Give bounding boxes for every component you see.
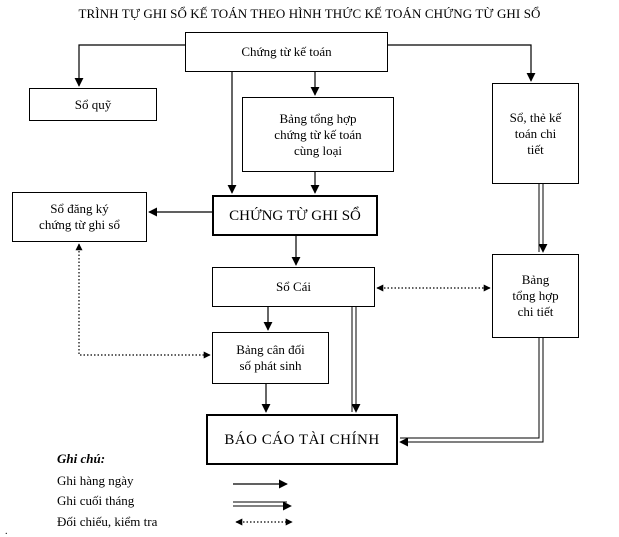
- double-bang-thct-to-bao-cao-a: [400, 338, 540, 439]
- arrow-ctkt-to-so-the: [388, 44, 536, 82]
- node-label-line: tổng hợp: [512, 288, 559, 303]
- node-label-line: tiết: [527, 141, 544, 157]
- dotted-dang-ky-can-doi: [75, 243, 211, 359]
- node-bao-cao-tai-chinh: BÁO CÁO TÀI CHÍNH: [206, 414, 398, 465]
- legend-daily-label: Ghi hàng ngày: [57, 473, 134, 488]
- arrow-ctkt-to-so-quy: [74, 44, 185, 87]
- node-label: Sổ Cái: [275, 279, 312, 294]
- node-label-line: Bảng tổng hợp: [279, 110, 357, 126]
- legend-title: Ghi chú:: [57, 451, 106, 466]
- node-bang-tong-hop-chung-tu: Bảng tổng hợp chứng từ kế toán cùng loại: [242, 97, 394, 172]
- node-label: BÁO CÁO TÀI CHÍNH: [224, 431, 380, 448]
- node-label-line: chứng từ kế toán: [274, 126, 362, 142]
- node-so-cai: Sổ Cái: [212, 267, 375, 307]
- node-label-line: Sổ đăng ký: [50, 201, 109, 216]
- node-so-quy: Sổ quỹ: [29, 88, 157, 121]
- node-so-dang-ky-chung-tu-ghi-so: Sổ đăng ký chứng từ ghi sổ: [12, 192, 147, 242]
- double-bang-thct-to-bao-cao-b: [399, 338, 544, 447]
- diagram-title: TRÌNH TỰ GHI SỔ KẾ TOÁN THEO HÌNH THỨC K…: [78, 6, 541, 21]
- node-bang-tong-hop-chi-tiet: Bảng tổng hợp chi tiết: [492, 254, 579, 338]
- node-label: Sổ quỹ: [74, 96, 112, 112]
- node-label-line: Bảng: [521, 272, 550, 287]
- node-label-line: Bảng cân đối: [236, 342, 305, 357]
- node-label-line: chứng từ ghi sổ: [39, 217, 120, 232]
- legend-reconcile-label: Đối chiếu, kiểm tra: [57, 514, 158, 529]
- footnote-mark: .: [5, 526, 8, 537]
- node-label-line: toán chi: [514, 125, 557, 141]
- node-bang-can-doi-so-phat-sinh: Bảng cân đối số phát sinh: [212, 332, 329, 384]
- node-label-line: Sổ, thẻ kế: [509, 109, 562, 125]
- node-chung-tu-ghi-so: CHỨNG TỪ GHI SỔ: [212, 195, 378, 236]
- node-label: Chứng từ kế toán: [241, 44, 332, 59]
- node-chung-tu-ke-toan: Chứng từ kế toán: [185, 32, 388, 72]
- node-label-line: chi tiết: [517, 304, 554, 319]
- node-label: CHỨNG TỪ GHI SỔ: [229, 207, 361, 224]
- node-label-line: số phát sinh: [239, 358, 302, 373]
- node-so-the-ke-toan-chi-tiet: Sổ, thẻ kế toán chi tiết: [492, 83, 579, 184]
- node-label-line: cùng loại: [293, 142, 342, 158]
- legend-month-end-label: Ghi cuối tháng: [57, 493, 135, 508]
